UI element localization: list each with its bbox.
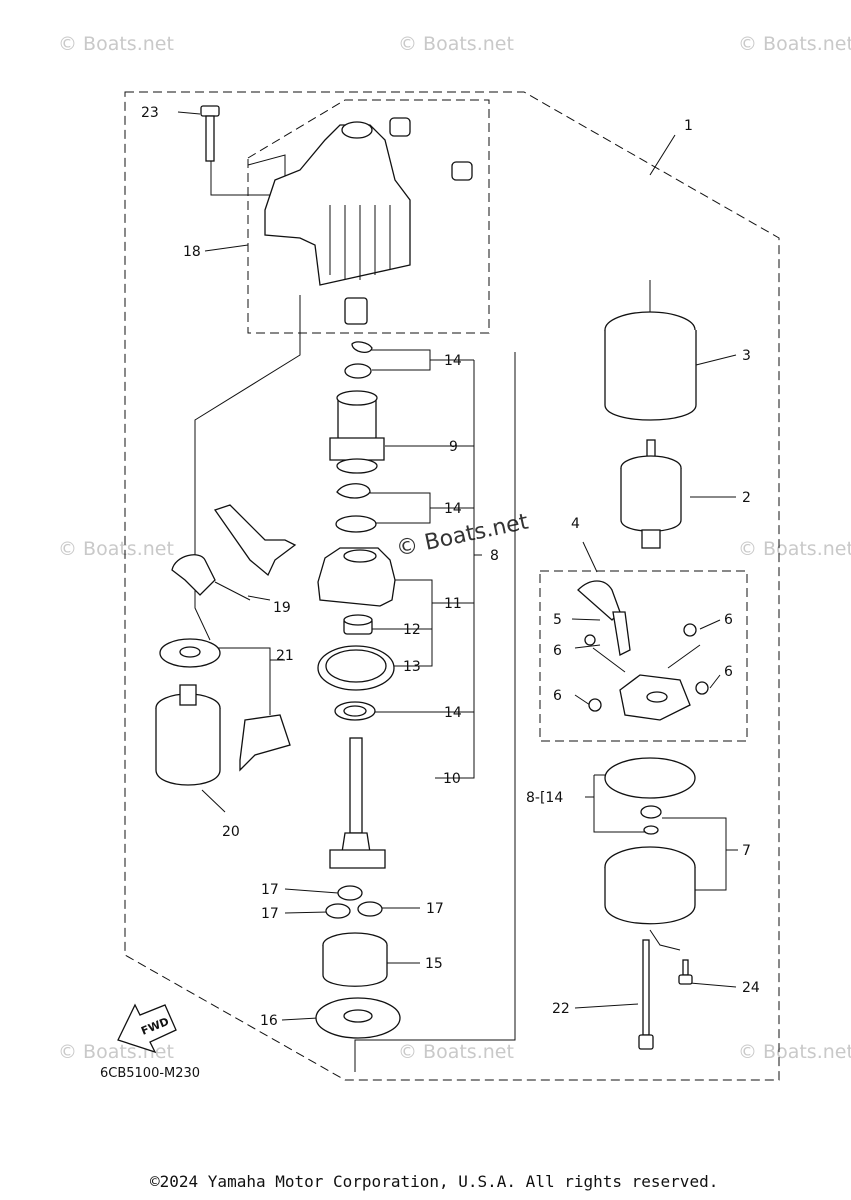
fwd-arrow-icon: FWD (117, 1003, 177, 1054)
callout-23: 23 (141, 105, 159, 121)
center-watermark: © Boats.net (394, 509, 531, 561)
callout-8-14: 8-[14 (526, 790, 563, 806)
brush-holder-box (539, 570, 748, 742)
watermark: © Boats.net (398, 33, 514, 55)
part-shaft-10 (329, 737, 386, 869)
part-armature-2 (620, 439, 682, 549)
callout-6: 6 (724, 612, 733, 628)
part-pinion-9 (329, 390, 385, 474)
callout-7: 7 (742, 843, 751, 859)
part-lever-19 (171, 504, 297, 596)
part-plate-16 (315, 997, 401, 1039)
callout-3: 3 (742, 348, 751, 364)
callout-6: 6 (724, 664, 733, 680)
callout-1: 1 (684, 118, 693, 134)
callout-12: 12 (403, 622, 421, 638)
callout-19: 19 (273, 600, 291, 616)
part-clip-14a (344, 341, 373, 379)
diagram-code: 6CB5100-M230 (100, 1066, 200, 1081)
copyright-footer: ©2024 Yamaha Motor Corporation, U.S.A. A… (150, 1172, 719, 1191)
callout-17: 17 (261, 882, 279, 898)
watermark: © Boats.net (738, 538, 851, 560)
part-washer-14c (334, 701, 376, 721)
solenoid-cover-box (247, 99, 490, 334)
part-bearing-12 (343, 614, 373, 635)
callout-14: 14 (444, 353, 462, 369)
callout-6: 6 (553, 688, 562, 704)
watermark: © Boats.net (58, 538, 174, 560)
part-yoke-3 (604, 311, 697, 421)
part-plate-13 (317, 645, 395, 691)
part-bolt-22 (638, 939, 654, 1050)
callout-14: 14 (444, 501, 462, 517)
callout-14: 14 (444, 705, 462, 721)
callout-8: 8 (490, 548, 499, 564)
part-gears-17 (325, 885, 383, 919)
callout-22: 22 (552, 1001, 570, 1017)
part-brush-holder-4 (577, 580, 709, 721)
watermark: © Boats.net (738, 33, 851, 55)
callout-17: 17 (261, 906, 279, 922)
watermarks: © Boats.net © Boats.net © Boats.net © Bo… (58, 33, 851, 1063)
assembly-outline (124, 91, 780, 1081)
callout-9: 9 (449, 439, 458, 455)
callout-2: 2 (742, 490, 751, 506)
callout-15: 15 (425, 956, 443, 972)
callout-13: 13 (403, 659, 421, 675)
callout-21: 21 (276, 648, 294, 664)
part-solenoid-20 (155, 684, 221, 786)
part-screw-24 (678, 959, 693, 985)
callout-labels: 1 2 3 4 5 6 6 6 6 7 8-[14 8 9 10 11 12 1… (141, 105, 760, 1029)
part-clip-14b (335, 483, 377, 533)
callout-10: 10 (443, 771, 461, 787)
watermark: © Boats.net (398, 1041, 514, 1063)
callout-5: 5 (553, 612, 562, 628)
callout-6: 6 (553, 643, 562, 659)
callout-16: 16 (260, 1013, 278, 1029)
watermark: © Boats.net (58, 33, 174, 55)
callout-4: 4 (571, 516, 580, 532)
part-gasket-21 (159, 638, 291, 772)
part-bolt-23 (200, 105, 220, 162)
callout-11: 11 (444, 596, 462, 612)
callout-24: 24 (742, 980, 760, 996)
callout-18: 18 (183, 244, 201, 260)
callout-17: 17 (426, 901, 444, 917)
leader-lines (177, 111, 738, 1072)
part-cover-18 (264, 117, 473, 325)
part-end-cover-7 (604, 757, 696, 925)
part-ring-gear-15 (322, 932, 388, 987)
watermark: © Boats.net (738, 1041, 851, 1063)
callout-20: 20 (222, 824, 240, 840)
parts-diagram: © Boats.net © Boats.net © Boats.net © Bo… (58, 33, 851, 1081)
part-bracket-11 (317, 547, 396, 607)
watermark: © Boats.net (58, 1041, 174, 1063)
